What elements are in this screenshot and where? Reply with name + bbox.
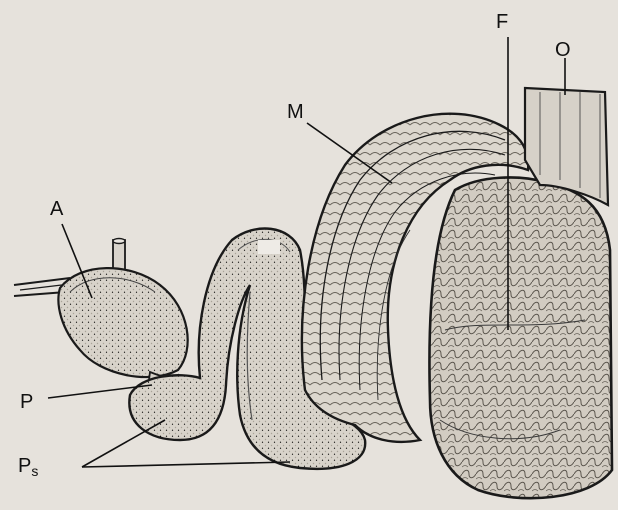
leader-ps-2 — [82, 462, 290, 467]
chamber-a — [58, 268, 187, 377]
label-o: O — [555, 39, 571, 61]
large-sac-f — [429, 177, 612, 498]
leader-ps-1 — [82, 420, 165, 467]
small-tube — [113, 239, 125, 271]
label-a: A — [50, 198, 64, 220]
label-f: F — [496, 11, 508, 33]
label-ps-main: P — [18, 455, 31, 477]
label-m: M — [287, 101, 304, 123]
label-ps-sub: s — [31, 463, 38, 479]
label-ps: Ps — [18, 455, 38, 479]
label-p: P — [20, 391, 33, 413]
